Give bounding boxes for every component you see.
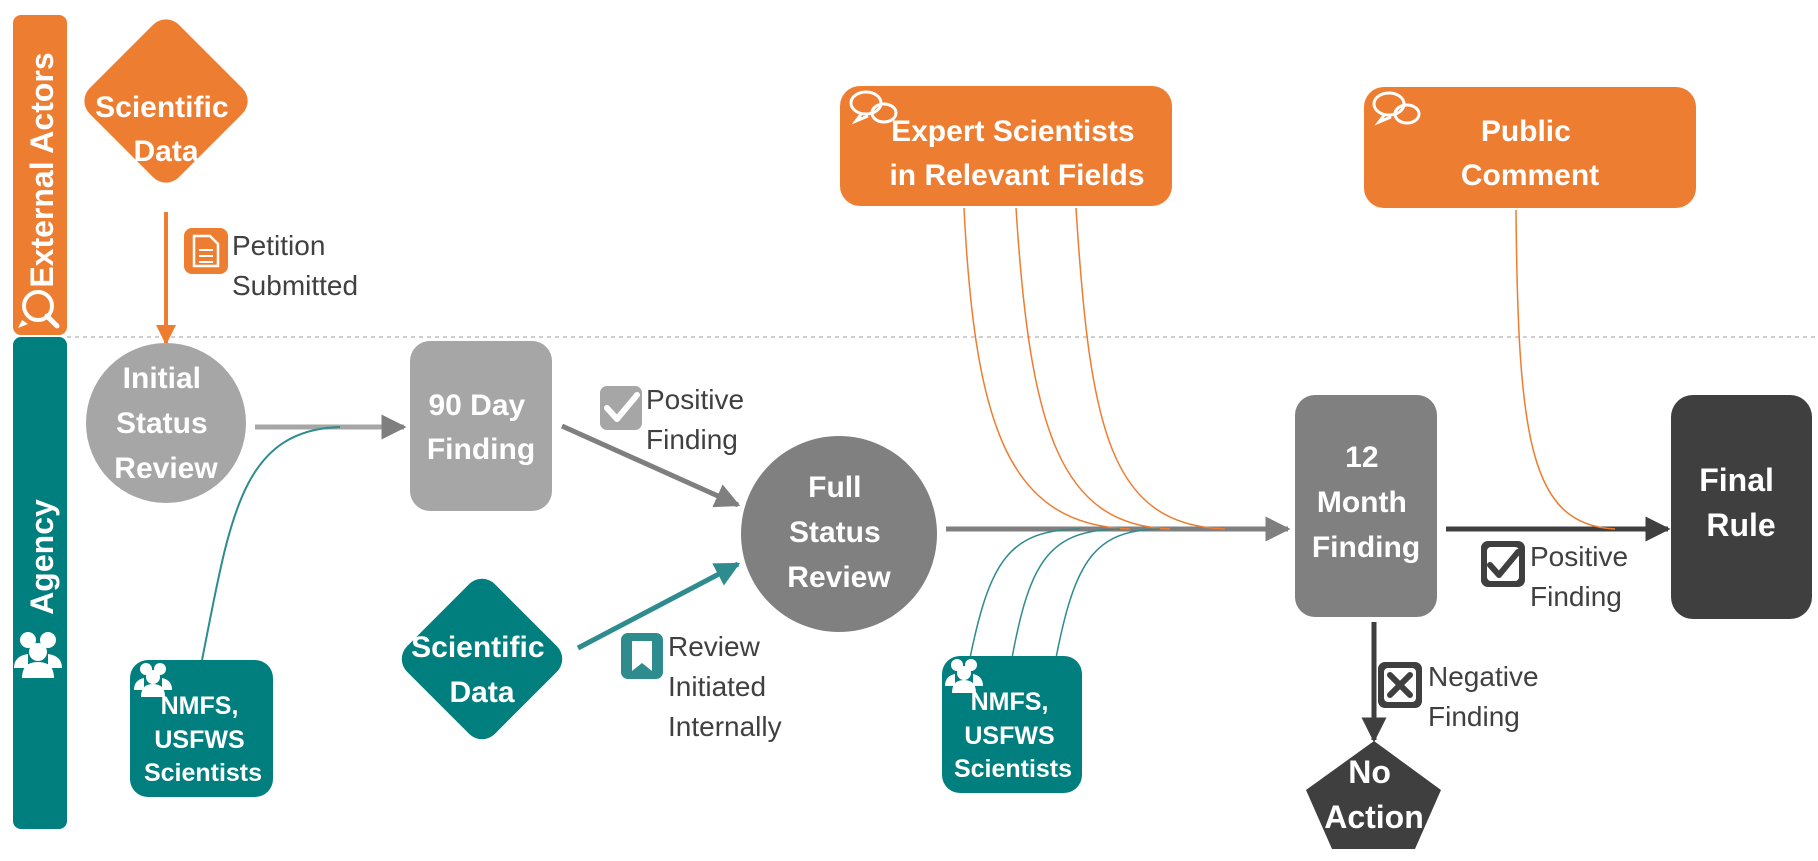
curve-scientists-right-2 <box>1011 528 1121 659</box>
curve-public-comment <box>1515 209 1616 530</box>
people-group-icon <box>945 659 983 693</box>
node-12-month-finding: 12 Month Finding <box>1295 395 1437 617</box>
lane-external-actors-label: External Actors <box>24 52 60 287</box>
node-scientists-left: NMFS, USFWS Scientists <box>130 660 273 797</box>
svg-text:Positive Finding: Positive Finding <box>646 384 752 455</box>
node-90-day-finding: 90 Day Finding <box>410 341 552 511</box>
node-scientists-right: NMFS, USFWS Scientists <box>942 656 1082 793</box>
node-full-status-review: Full Status Review <box>741 436 937 632</box>
caption-petition-submitted: Petition Submitted <box>184 228 358 301</box>
checkmark-icon <box>1481 541 1525 587</box>
svg-text:Negative Finding: Negative Finding <box>1428 661 1546 732</box>
node-public-comment: Public Comment <box>1364 87 1696 208</box>
curve-scientists-right-1 <box>969 528 1081 659</box>
lane-agency-label: Agency <box>24 499 60 615</box>
x-mark-icon <box>1378 662 1422 708</box>
document-icon <box>184 228 228 274</box>
curve-scientists-left <box>201 426 341 661</box>
curve-expert-1 <box>963 207 1131 530</box>
svg-text:Petition Submitted: Petition Submitted <box>232 230 358 301</box>
chat-bubbles-icon <box>849 90 898 125</box>
svg-text:12 Month Finding: 12 Month Finding <box>1312 441 1420 564</box>
svg-text:Positive Finding: Positive Finding <box>1530 541 1636 612</box>
svg-text:Review Initiated I: Review Initiated Internally <box>668 631 782 742</box>
caption-positive-finding-2: Positive Finding <box>1481 541 1636 612</box>
connectors <box>156 207 1671 743</box>
lane-external-actors: External Actors <box>13 15 67 335</box>
svg-text:Initial Status Rev: Initial Status Review <box>114 362 218 485</box>
caption-positive-finding-1: Positive Finding <box>600 384 752 455</box>
svg-text:Public Comment: Public Comment <box>1461 115 1599 192</box>
svg-text:No Action: No Action <box>1324 754 1424 835</box>
curve-scientists-right-3 <box>1055 528 1161 659</box>
caption-review-initiated: Review Initiated Internally <box>621 631 782 742</box>
svg-text:Final Rule: Final Rule <box>1699 462 1783 543</box>
svg-text:Scientific Data: Scientific Data <box>411 631 553 709</box>
curve-expert-3 <box>1075 207 1226 530</box>
curve-expert-2 <box>1015 207 1171 530</box>
people-group-icon <box>134 663 172 697</box>
bookmark-icon <box>621 633 663 679</box>
chat-bubbles-icon <box>1372 91 1421 126</box>
lane-agency: Agency <box>13 337 67 829</box>
people-group-icon <box>14 632 62 678</box>
node-scientific-data-bottom: Scientific Data <box>401 578 563 740</box>
node-final-rule: Final Rule <box>1671 395 1812 619</box>
arrow-90day-to-full <box>560 423 741 508</box>
caption-negative-finding: Negative Finding <box>1378 661 1546 732</box>
svg-text:Expert Scientists in Rel: Expert Scientists in Relevant Fields <box>889 115 1144 192</box>
checkmark-icon <box>600 386 642 430</box>
node-expert-scientists: Expert Scientists in Relevant Fields <box>840 86 1172 206</box>
arrow-data-to-full <box>576 561 741 651</box>
svg-text:NMFS, USFWS Scient: NMFS, USFWS Scientists <box>144 692 262 787</box>
magnifier-chat-icon <box>18 290 60 329</box>
node-no-action: No Action <box>1306 741 1441 849</box>
svg-text:NMFS, USFWS Scient: NMFS, USFWS Scientists <box>954 688 1072 783</box>
svg-text:Scientific Data: Scientific Data <box>95 91 237 168</box>
svg-text:90 Day Finding: 90 Day Finding <box>427 389 535 466</box>
svg-text:Full Status Review: Full Status Review <box>787 471 891 594</box>
node-scientific-data-top: Scientific Data <box>84 19 248 183</box>
node-initial-status-review: Initial Status Review <box>86 343 246 503</box>
